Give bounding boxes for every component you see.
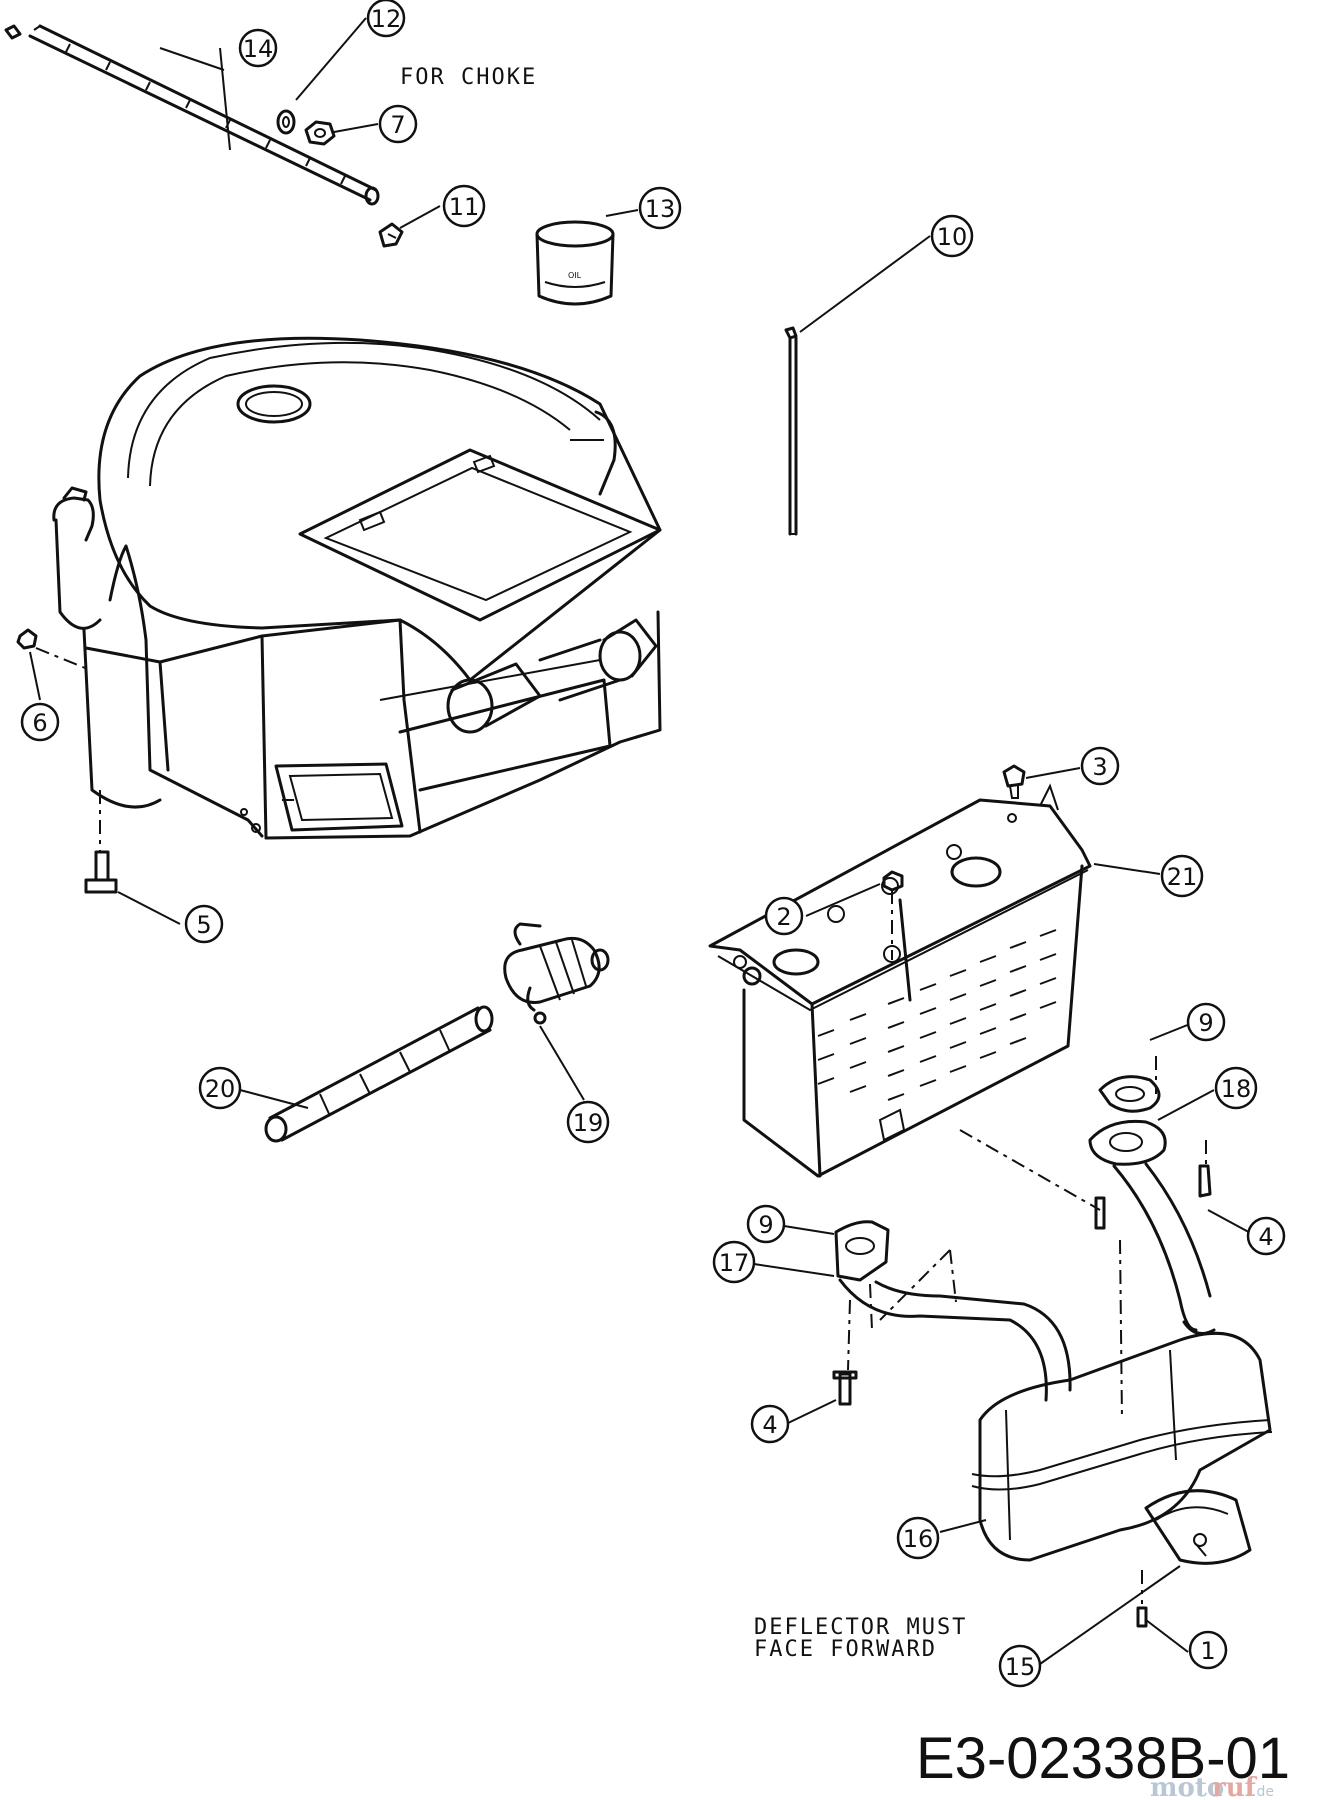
svg-text:OIL: OIL — [568, 271, 582, 280]
svg-text:13: 13 — [645, 195, 676, 223]
part-20-fuel-hose — [264, 1005, 494, 1143]
deflector-note-line2: FACE FORWARD — [754, 1637, 937, 1662]
callout-10: 10 — [930, 214, 974, 258]
loose-bolt — [1094, 1196, 1106, 1230]
part-6-nut — [16, 628, 38, 650]
svg-text:20: 20 — [205, 1075, 236, 1103]
callout-9-left: 9 — [746, 1204, 786, 1244]
callout-20: 20 — [198, 1066, 242, 1110]
callout-2: 2 — [764, 896, 804, 936]
part-7-nut — [304, 120, 336, 146]
svg-text:moto: moto — [1150, 1773, 1224, 1800]
callout-15: 15 — [998, 1644, 1042, 1688]
part-10-cable-tie — [784, 326, 798, 536]
callout-12: 12 — [366, 0, 406, 38]
part-4-bolt-left — [832, 1370, 858, 1406]
svg-text:14: 14 — [243, 35, 274, 63]
part-5-bolt — [84, 850, 118, 894]
svg-text:16: 16 — [903, 1525, 934, 1553]
callout-14: 14 — [238, 28, 278, 68]
svg-text:12: 12 — [371, 5, 402, 33]
drawing-code: E3-02338B-01 — [916, 1726, 1290, 1791]
callout-7: 7 — [378, 104, 418, 144]
callout-17: 17 — [712, 1240, 756, 1284]
svg-text:7: 7 — [390, 111, 405, 139]
deflector-note-line1: DEFLECTOR MUST — [754, 1615, 967, 1640]
svg-text:10: 10 — [937, 223, 968, 251]
callout-16: 16 — [896, 1516, 940, 1560]
part-14-choke-tube — [4, 24, 380, 206]
svg-text:6: 6 — [32, 709, 47, 737]
part-21-heat-shield — [708, 783, 1092, 1178]
callout-4-right: 4 — [1246, 1216, 1286, 1256]
svg-text:18: 18 — [1221, 1075, 1252, 1103]
callout-6: 6 — [20, 702, 60, 742]
part-3-bolt — [1002, 764, 1026, 799]
watermark: moto ruf .de — [1150, 1773, 1274, 1800]
part-1-screw — [1136, 1606, 1148, 1628]
callout-18: 18 — [1214, 1066, 1258, 1110]
callout-1: 1 — [1188, 1630, 1228, 1670]
part-11-clip — [378, 222, 404, 248]
part-12-washer — [276, 109, 296, 135]
callout-11: 11 — [442, 184, 486, 228]
svg-text:4: 4 — [762, 1411, 777, 1439]
callout-19: 19 — [566, 1100, 610, 1144]
svg-text:17: 17 — [719, 1249, 750, 1277]
svg-text:11: 11 — [449, 193, 480, 221]
svg-text:21: 21 — [1167, 863, 1198, 891]
svg-text:5: 5 — [196, 911, 211, 939]
svg-text:15: 15 — [1005, 1653, 1036, 1681]
part-13-oil-cup: OIL — [535, 220, 615, 306]
callout-3: 3 — [1080, 746, 1120, 786]
muffler-assembly — [834, 1075, 1273, 1565]
callout-4-left: 4 — [750, 1404, 790, 1444]
callout-13: 13 — [638, 186, 682, 230]
svg-text:3: 3 — [1092, 753, 1107, 781]
part-19-fuel-filter — [503, 922, 610, 1025]
svg-text:1: 1 — [1200, 1637, 1215, 1665]
callout-21: 21 — [1160, 854, 1204, 898]
part-2-nut — [882, 870, 904, 892]
svg-text:ruf: ruf — [1212, 1773, 1258, 1800]
leader-lines — [29, 17, 1257, 1665]
engine-assembly — [52, 336, 662, 840]
callout-5: 5 — [184, 904, 224, 944]
svg-text:4: 4 — [1258, 1223, 1273, 1251]
svg-text:9: 9 — [758, 1211, 773, 1239]
choke-note: FOR CHOKE — [400, 65, 537, 90]
svg-text:19: 19 — [573, 1109, 604, 1137]
part-4-bolt-right — [1198, 1164, 1212, 1198]
svg-text:.de: .de — [1252, 1784, 1274, 1800]
svg-text:9: 9 — [1198, 1009, 1213, 1037]
svg-text:2: 2 — [776, 903, 791, 931]
callout-9-right: 9 — [1186, 1002, 1226, 1042]
